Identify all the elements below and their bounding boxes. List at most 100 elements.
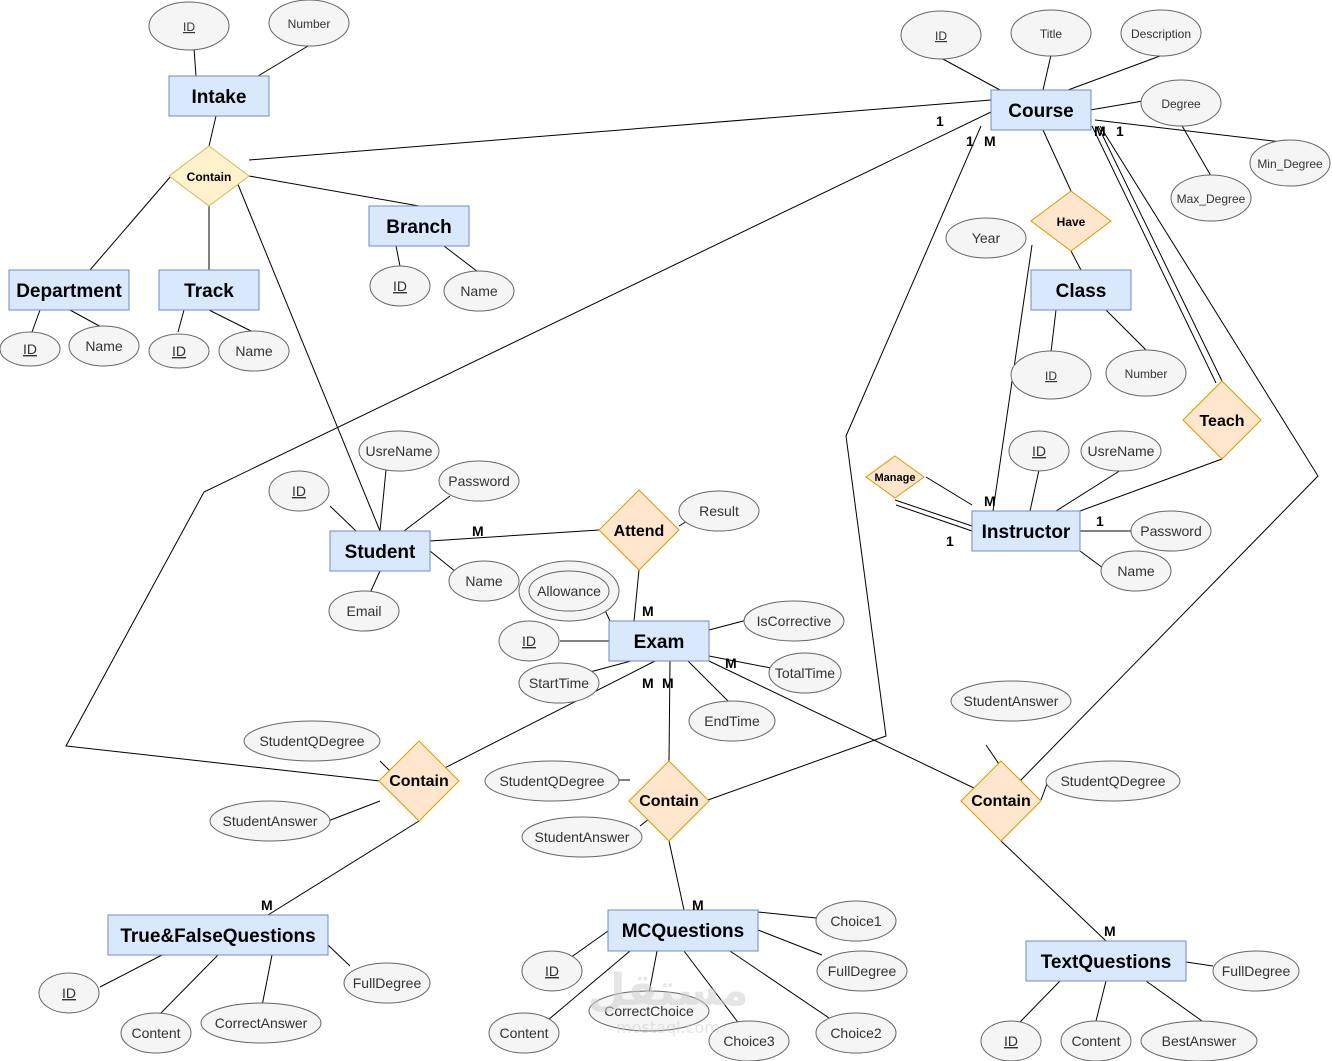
relationship-contain-mc: Contain: [628, 760, 710, 842]
relationship-contain-text: Contain: [960, 760, 1042, 842]
svg-text:Teach: Teach: [1199, 413, 1244, 430]
attribute-department-name: Name: [68, 325, 140, 367]
svg-text:مستقل: مستقل: [588, 965, 749, 1016]
svg-text:UsreName: UsreName: [366, 443, 433, 459]
attribute-tf-fulldegree: FullDegree: [343, 962, 431, 1004]
svg-text:FullDegree: FullDegree: [353, 975, 422, 991]
attribute-course-max-degree: Max_Degree: [1170, 174, 1252, 222]
cardinality-label: 1: [1096, 513, 1104, 529]
attribute-student-password: Password: [438, 460, 520, 502]
cardinality-label: 1: [1116, 123, 1124, 139]
svg-text:IsCorrective: IsCorrective: [757, 613, 832, 629]
svg-text:Attend: Attend: [614, 523, 665, 540]
svg-text:Email: Email: [346, 603, 381, 619]
entity-track: Track: [158, 269, 260, 311]
svg-text:Name: Name: [465, 573, 503, 589]
svg-text:Title: Title: [1040, 27, 1063, 41]
attribute-intake-id: ID: [148, 1, 230, 51]
relationship-manage: Manage: [865, 455, 925, 499]
svg-text:Name: Name: [1117, 563, 1155, 579]
svg-text:EndTime: EndTime: [704, 713, 760, 729]
svg-text:StudentQDegree: StudentQDegree: [1060, 773, 1165, 789]
edges: [31, 45, 1319, 1026]
attribute-instructor-name: Name: [1100, 550, 1172, 592]
svg-text:MCQuestions: MCQuestions: [622, 921, 744, 942]
attribute-mc-choice2: Choice2: [815, 1012, 897, 1054]
relationship-attend: Attend: [598, 489, 680, 571]
svg-text:Content: Content: [1071, 1033, 1120, 1049]
svg-text:Choice1: Choice1: [830, 913, 882, 929]
entity-mc-questions: MCQuestions: [607, 909, 759, 952]
svg-text:Content: Content: [499, 1025, 548, 1041]
attribute-tf-correctanswer: CorrectAnswer: [200, 1002, 322, 1044]
svg-text:ID: ID: [183, 20, 195, 34]
attribute-tf-id: ID: [38, 972, 100, 1014]
attribute-exam-starttime: StartTime: [518, 662, 600, 704]
svg-text:Description: Description: [1131, 27, 1191, 41]
attribute-text-studentanswer: StudentAnswer: [950, 680, 1072, 722]
svg-text:StudentAnswer: StudentAnswer: [223, 813, 318, 829]
attribute-text-fulldegree: FullDegree: [1212, 950, 1300, 992]
cardinality-label: M: [472, 523, 484, 539]
cardinality-label: M: [984, 133, 996, 149]
svg-text:ID: ID: [1032, 443, 1046, 459]
svg-text:StudentAnswer: StudentAnswer: [535, 829, 630, 845]
svg-text:ID: ID: [522, 633, 536, 649]
svg-text:Contain: Contain: [389, 773, 449, 790]
svg-text:Intake: Intake: [192, 87, 247, 108]
attribute-instructor-username: UsreName: [1080, 430, 1162, 472]
svg-text:Contain: Contain: [639, 793, 699, 810]
svg-text:Class: Class: [1056, 281, 1107, 302]
attribute-branch-id: ID: [369, 265, 431, 307]
svg-text:Course: Course: [1008, 101, 1073, 122]
svg-text:Number: Number: [288, 17, 331, 31]
attribute-exam-totaltime: TotalTime: [768, 652, 842, 694]
attribute-course-degree: Degree: [1140, 79, 1222, 127]
svg-text:Student: Student: [345, 542, 416, 563]
entity-intake: Intake: [168, 75, 270, 117]
svg-text:StudentQDegree: StudentQDegree: [259, 733, 364, 749]
attribute-tf-content: Content: [120, 1012, 192, 1054]
svg-text:Max_Degree: Max_Degree: [1177, 192, 1246, 206]
cardinality-labels: 1 1 M M 1 M 1 1 M M M M M M M M: [261, 113, 1124, 939]
svg-text:BestAnswer: BestAnswer: [1162, 1033, 1237, 1049]
attribute-student-username: UsreName: [358, 430, 440, 472]
svg-text:StudentAnswer: StudentAnswer: [964, 693, 1059, 709]
entity-branch: Branch: [368, 205, 470, 247]
svg-text:Degree: Degree: [1161, 97, 1201, 111]
svg-text:CorrectAnswer: CorrectAnswer: [215, 1015, 308, 1031]
svg-text:ID: ID: [1004, 1033, 1018, 1049]
svg-text:mostaql.com: mostaql.com: [616, 1018, 720, 1037]
attribute-instructor-password: Password: [1130, 510, 1212, 552]
entity-text-questions: TextQuestions: [1025, 940, 1187, 982]
attribute-text-content: Content: [1060, 1020, 1132, 1061]
attribute-mc-choice1: Choice1: [815, 900, 897, 942]
cardinality-label: M: [642, 675, 654, 691]
svg-text:ID: ID: [1045, 369, 1057, 383]
svg-text:ID: ID: [23, 341, 37, 357]
svg-text:Department: Department: [16, 281, 122, 302]
attribute-tf-studentanswer: StudentAnswer: [209, 800, 331, 842]
cardinality-label: M: [261, 897, 273, 913]
relationship-teach: Teach: [1182, 380, 1262, 460]
svg-text:ID: ID: [292, 483, 306, 499]
svg-text:Choice3: Choice3: [723, 1033, 775, 1049]
attribute-exam-allowance: Allowance: [518, 560, 620, 622]
entity-class: Class: [1030, 269, 1132, 311]
svg-text:Choice2: Choice2: [830, 1025, 882, 1041]
attribute-mc-correctchoice: CorrectChoice: [588, 990, 710, 1032]
attribute-mc-content: Content: [488, 1012, 560, 1054]
svg-text:Contain: Contain: [971, 793, 1031, 810]
svg-text:True&FalseQuestions: True&FalseQuestions: [120, 926, 315, 947]
cardinality-label: M: [984, 493, 996, 509]
attribute-class-id: ID: [1010, 350, 1092, 400]
entity-instructor: Instructor: [971, 510, 1081, 552]
attribute-text-id: ID: [980, 1020, 1042, 1061]
relationship-contain-tf: Contain: [378, 740, 460, 822]
attribute-mc-studentanswer: StudentAnswer: [521, 816, 643, 858]
attribute-class-number: Number: [1105, 349, 1187, 397]
attribute-mc-choice3: Choice3: [708, 1020, 790, 1061]
cardinality-label: M: [642, 603, 654, 619]
svg-text:Name: Name: [235, 343, 273, 359]
